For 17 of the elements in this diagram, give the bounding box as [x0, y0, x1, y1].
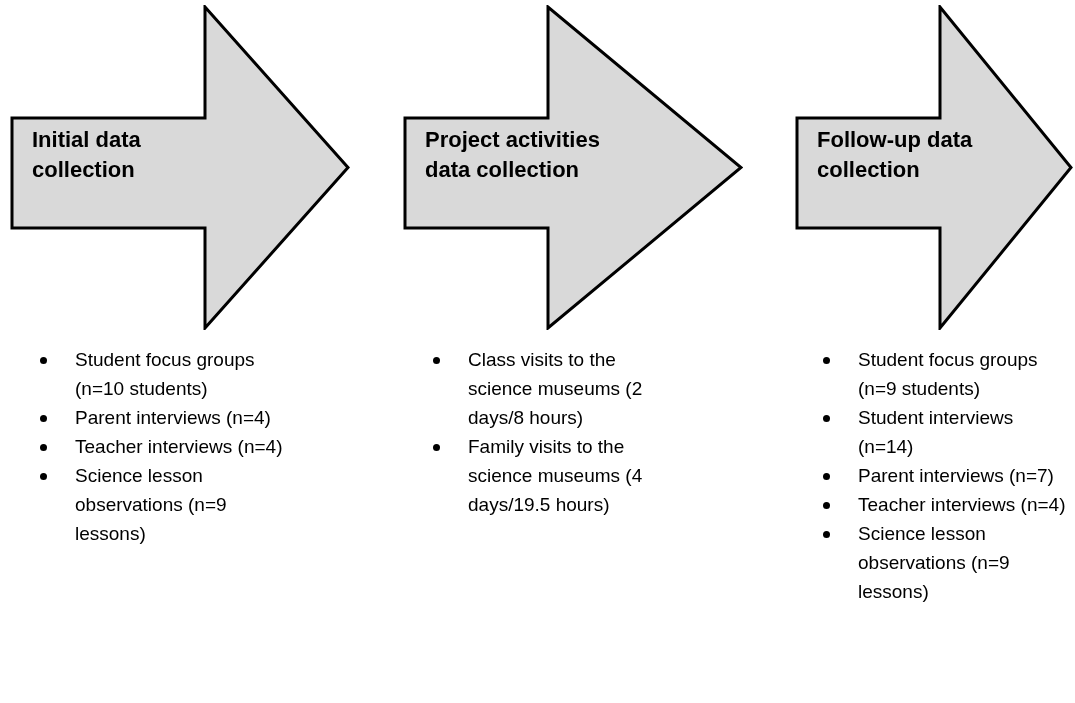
bullet-text: Parent interviews (n=4)	[75, 407, 271, 428]
bullet-text: Student interviews (n=14)	[858, 407, 1014, 457]
bullet-text: Science lesson observations (n=9 lessons)	[75, 465, 227, 544]
bullet-text: Student focus groups (n=9 students)	[858, 349, 1038, 399]
bullet-text: Class visits to the science museums (2 days/8 hours)	[468, 349, 643, 428]
bullet-text: Teacher interviews (n=4)	[858, 494, 1066, 515]
arrow-label: Initial data collection	[32, 126, 142, 184]
bullet-text: Science lesson observations (n=9 lessons)	[858, 523, 1010, 602]
arrow-label: Follow-up data collection	[817, 126, 974, 184]
arrow-shape	[403, 5, 743, 330]
arrow-shape	[10, 5, 350, 330]
bullet-text: Teacher interviews (n=4)	[75, 436, 283, 457]
arrow-label: Project activities data collection	[425, 126, 601, 184]
bullet-text: Student focus groups (n=10 students)	[75, 349, 255, 399]
arrow-shape	[795, 5, 1073, 330]
bullet-text: Parent interviews (n=7)	[858, 465, 1054, 486]
bullet-text: Family visits to the science museums (4 days/19.5 hours)	[468, 436, 643, 515]
